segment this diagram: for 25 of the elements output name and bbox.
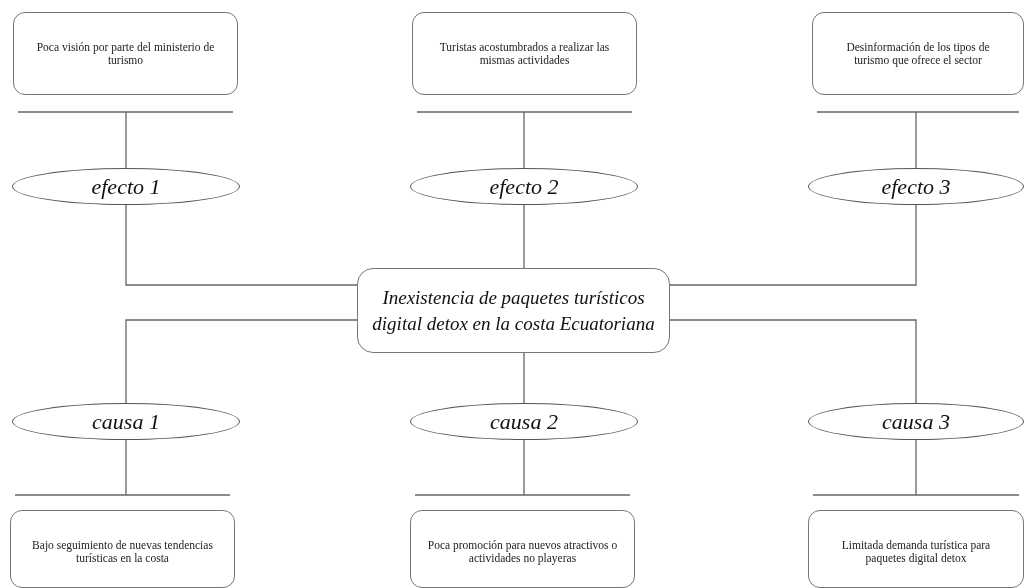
connector-line [14,439,231,496]
label-pill: efecto 1 [12,168,240,205]
text-box: Poca promoción para nuevos atractivos o actividades no playeras [410,510,635,588]
label-pill: causa 2 [410,403,638,440]
label-pill: causa 3 [808,403,1024,440]
label-pill: causa 1 [12,403,240,440]
connector-line [816,111,1020,169]
connector-line [17,111,234,169]
text-box: Limitada demanda turística para paquetes digital detox [808,510,1024,588]
label-pill: efecto 2 [410,168,638,205]
text-box: Desinformación de los tipos de turismo que ofrece el sector [812,12,1024,95]
connector-line [669,204,917,286]
connector-line [414,439,631,496]
connector-line [523,204,525,269]
text-box: Turistas acostumbrados a realizar las mismas actividades [412,12,637,95]
label-pill: efecto 3 [808,168,1024,205]
connector-line [416,111,633,169]
central-problem-box: Inexistencia de paquetes turísticos digital detox en la costa Ecuatoriana [357,268,670,353]
text-box: Poca visión por parte del ministerio de turismo [13,12,238,95]
connector-line [812,439,1020,496]
connector-line [669,319,917,404]
connector-line [125,204,358,286]
text-box: Bajo seguimiento de nuevas tendencias turísticas en la costa [10,510,235,588]
connector-line [125,319,358,404]
connector-line [523,352,525,404]
